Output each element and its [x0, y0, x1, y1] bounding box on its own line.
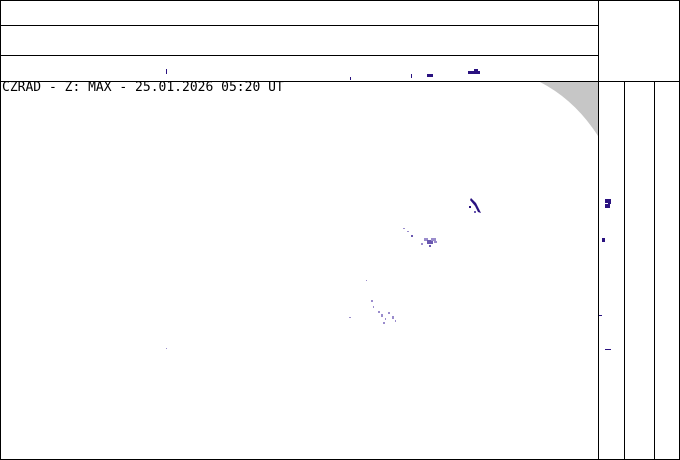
right-profile-echo [608, 201, 611, 204]
top-profile-tick [166, 69, 167, 74]
right-profile-echo [605, 204, 610, 208]
right-profile-tick [599, 315, 602, 316]
top-profile-echo [427, 74, 433, 77]
no-coverage-area [540, 82, 598, 136]
right-profile-echo [602, 238, 605, 242]
right-profile-tick [605, 349, 611, 350]
top-profile-echo [474, 69, 478, 71]
top-profile-tick [411, 74, 412, 78]
top-profile-echo [468, 71, 480, 74]
echo-isolated-west [166, 348, 167, 349]
echo-cluster-central [349, 280, 396, 324]
top-profile-tick [350, 77, 351, 80]
echo-cluster-east [403, 228, 437, 247]
echo-cluster-northeast [469, 198, 481, 213]
map-title: CZRAD - Z: MAX - 25.01.2026 05:20 UT [2, 80, 284, 95]
